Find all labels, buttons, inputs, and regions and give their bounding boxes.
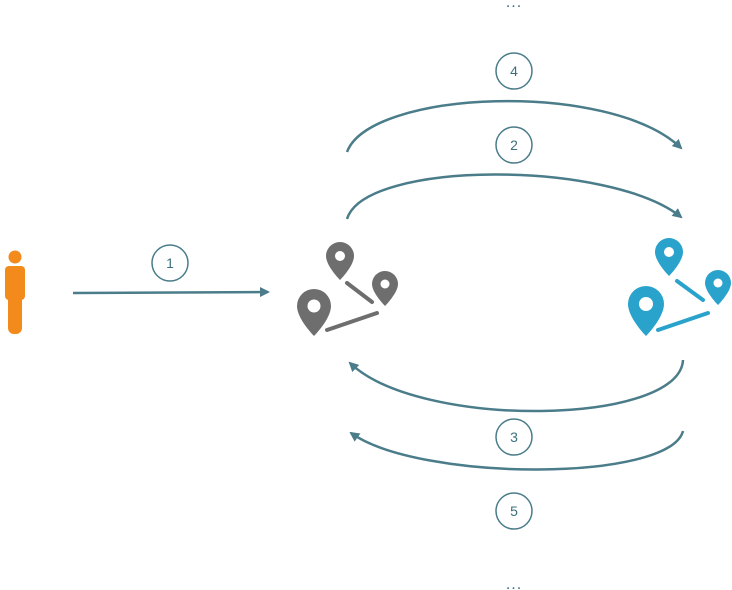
svg-text:5: 5 [510, 503, 518, 519]
map-route-icon-gray [297, 242, 398, 336]
arrow-step-3 [349, 430, 685, 471]
svg-text:4: 4 [510, 63, 518, 79]
person-icon [5, 250, 25, 334]
arrow-step-4 [345, 99, 683, 153]
arrow-return-1 [348, 359, 685, 413]
step-badge-2: 2 [495, 126, 533, 164]
map-route-icon-blue [628, 238, 731, 336]
ellipsis-bottom: ... [506, 576, 522, 590]
arrow-step-2 [345, 173, 683, 220]
svg-text:2: 2 [510, 137, 518, 153]
step-badge-1: 1 [151, 244, 189, 282]
svg-text:1: 1 [166, 255, 174, 271]
arrow-step-1 [72, 287, 270, 298]
ellipsis-top: ... [506, 0, 522, 11]
step-badge-5: 5 [495, 492, 533, 530]
step-badge-3: 3 [495, 418, 533, 456]
svg-text:3: 3 [510, 429, 518, 445]
step-badge-4: 4 [495, 52, 533, 90]
